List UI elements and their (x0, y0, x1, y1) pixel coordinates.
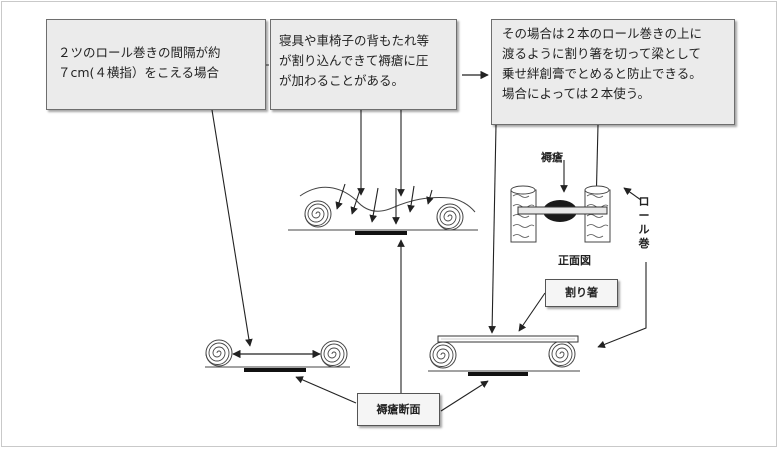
gap-section (205, 339, 350, 372)
solution-line-1: その場合は２本のロール巻きの上に (502, 26, 703, 41)
problem-line-1: 寝具や車椅子の背もたれ等 (279, 33, 430, 48)
solution-box: その場合は２本のロール巻きの上に 渡るように割り箸を切って梁として 乗せ絆創膏で… (491, 19, 735, 125)
condition-line-2: ７cm(４横指）をこえる場合 (58, 65, 220, 80)
middle-section (288, 183, 478, 235)
problem-line-2: が割り込んできて褥瘡に圧 (279, 53, 429, 68)
condition-line-1: ２ツのロール巻きの間隔が約 (58, 45, 221, 60)
solution-line-3: 乗せ絆創膏でとめると防止できる。 (502, 66, 702, 81)
solution-line-4: 場合によっては２本使う。 (502, 86, 651, 101)
pressure-ulcer-label: 褥瘡 (541, 151, 563, 164)
arrow-box1-to-left-gap (211, 109, 253, 347)
chopstick-label: 割り箸 (545, 279, 618, 307)
chopstick-section (428, 335, 580, 376)
solution-line-2: 渡るように割り箸を切って梁として (502, 46, 702, 61)
problem-line-3: が加わることがある。 (279, 73, 405, 88)
front-view (510, 160, 611, 243)
roll-label: ロール巻 (638, 195, 650, 250)
problem-box: 寝具や車椅子の背もたれ等 が割り込んできて褥瘡に圧 が加わることがある。 (270, 19, 457, 110)
front-view-label: 正面図 (558, 254, 591, 267)
ulcer-cross-section-label: 褥瘡断面 (357, 393, 440, 426)
condition-box: ２ツのロール巻きの間隔が約 ７cm(４横指）をこえる場合 (46, 19, 266, 110)
arrow-box3-to-chopstick (488, 124, 497, 334)
